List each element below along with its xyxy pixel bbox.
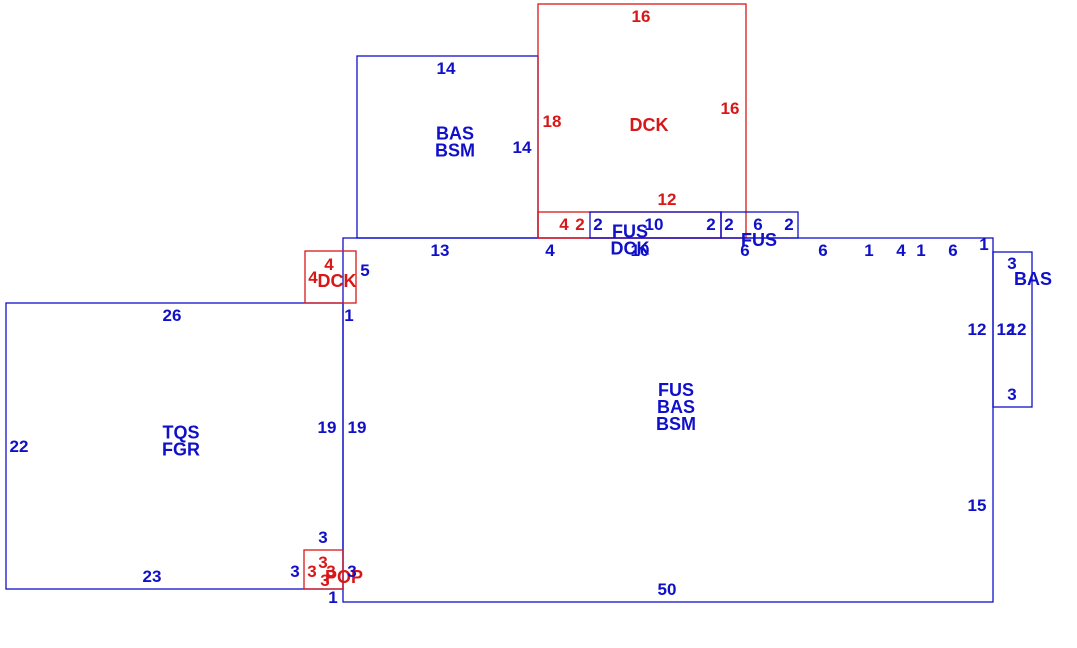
dimension-label-16: 10 <box>631 241 650 260</box>
area-code-porch-0: POP <box>325 567 363 587</box>
dimension-label-41: 3 <box>307 562 316 581</box>
dimension-label-9: 10 <box>645 215 664 234</box>
dimension-label-10: 2 <box>706 215 715 234</box>
dimension-label-45: 23 <box>143 567 162 586</box>
outline-porch <box>303 549 344 590</box>
area-code-upper-left-1: BSM <box>435 141 475 161</box>
dimension-label-3: 16 <box>721 99 740 118</box>
outline-right-fus <box>720 211 799 239</box>
dimension-label-19: 1 <box>864 241 873 260</box>
area-code-center-fus-0: FUS <box>612 222 648 242</box>
dimension-label-38: 3 <box>318 528 327 547</box>
outline-small-deck <box>304 250 357 304</box>
dimension-label-0: 16 <box>632 7 651 26</box>
dimension-label-28: 3 <box>1007 385 1016 404</box>
area-code-bay-0: BAS <box>1014 269 1052 289</box>
area-outlines <box>5 3 1033 603</box>
dimension-label-30: 4 <box>308 268 318 287</box>
dimension-label-34: 22 <box>10 437 29 456</box>
area-code-upper-deck-0: DCK <box>630 115 669 135</box>
dimension-label-25: 12 <box>968 320 987 339</box>
dimension-label-14: 13 <box>431 241 450 260</box>
dimension-label-35: 19 <box>318 418 337 437</box>
area-code-center-fus-1: DCK <box>611 239 650 259</box>
outline-bay <box>992 251 1033 408</box>
dimension-label-20: 4 <box>896 241 906 260</box>
dimension-label-43: 3 <box>320 571 329 590</box>
dimension-label-47: 50 <box>658 580 677 599</box>
dimension-label-5: 12 <box>658 190 677 209</box>
dimension-label-13: 2 <box>784 215 793 234</box>
dimension-label-4: 14 <box>513 138 532 157</box>
area-code-main-1: BAS <box>657 397 695 417</box>
dimension-label-6: 4 <box>559 215 569 234</box>
outline-left <box>5 302 344 590</box>
dimension-label-21: 1 <box>916 241 925 260</box>
dimension-label-31: 5 <box>360 261 369 280</box>
dimension-label-15: 4 <box>545 241 555 260</box>
dimension-label-1: 14 <box>437 59 456 78</box>
dimension-label-2: 18 <box>543 112 562 131</box>
dimension-label-24: 3 <box>1007 254 1016 273</box>
area-code-right-fus-0: FUS <box>741 230 777 250</box>
dimension-label-32: 26 <box>163 306 182 325</box>
dimension-label-11: 2 <box>724 215 733 234</box>
dimension-label-33: 1 <box>344 306 353 325</box>
dimension-label-37: 15 <box>968 496 987 515</box>
dimension-label-22: 6 <box>948 241 957 260</box>
dimension-label-26: 12 <box>997 320 1016 339</box>
dimension-label-18: 6 <box>818 241 827 260</box>
dimension-label-12: 6 <box>753 215 762 234</box>
area-code-left-1: FGR <box>162 440 200 460</box>
area-code-main-2: BSM <box>656 414 696 434</box>
dimension-label-7: 2 <box>575 215 584 234</box>
dimension-label-29: 4 <box>324 255 334 274</box>
dimension-label-27: 12 <box>1008 320 1027 339</box>
dimension-label-36: 19 <box>348 418 367 437</box>
area-code-small-deck-0: DCK <box>318 271 357 291</box>
dimension-label-44: 3 <box>347 562 356 581</box>
dimension-label-23: 1 <box>979 235 988 254</box>
dimension-label-17: 6 <box>740 241 749 260</box>
dimension-label-40: 3 <box>318 553 327 572</box>
dimension-label-46: 1 <box>328 588 337 607</box>
area-code-upper-left-0: BAS <box>436 124 474 144</box>
dimension-label-8: 2 <box>593 215 602 234</box>
dimension-label-39: 3 <box>290 562 299 581</box>
area-code-main-0: FUS <box>658 380 694 400</box>
area-code-left-0: TQS <box>162 423 199 443</box>
dimension-label-42: 3 <box>326 562 335 581</box>
